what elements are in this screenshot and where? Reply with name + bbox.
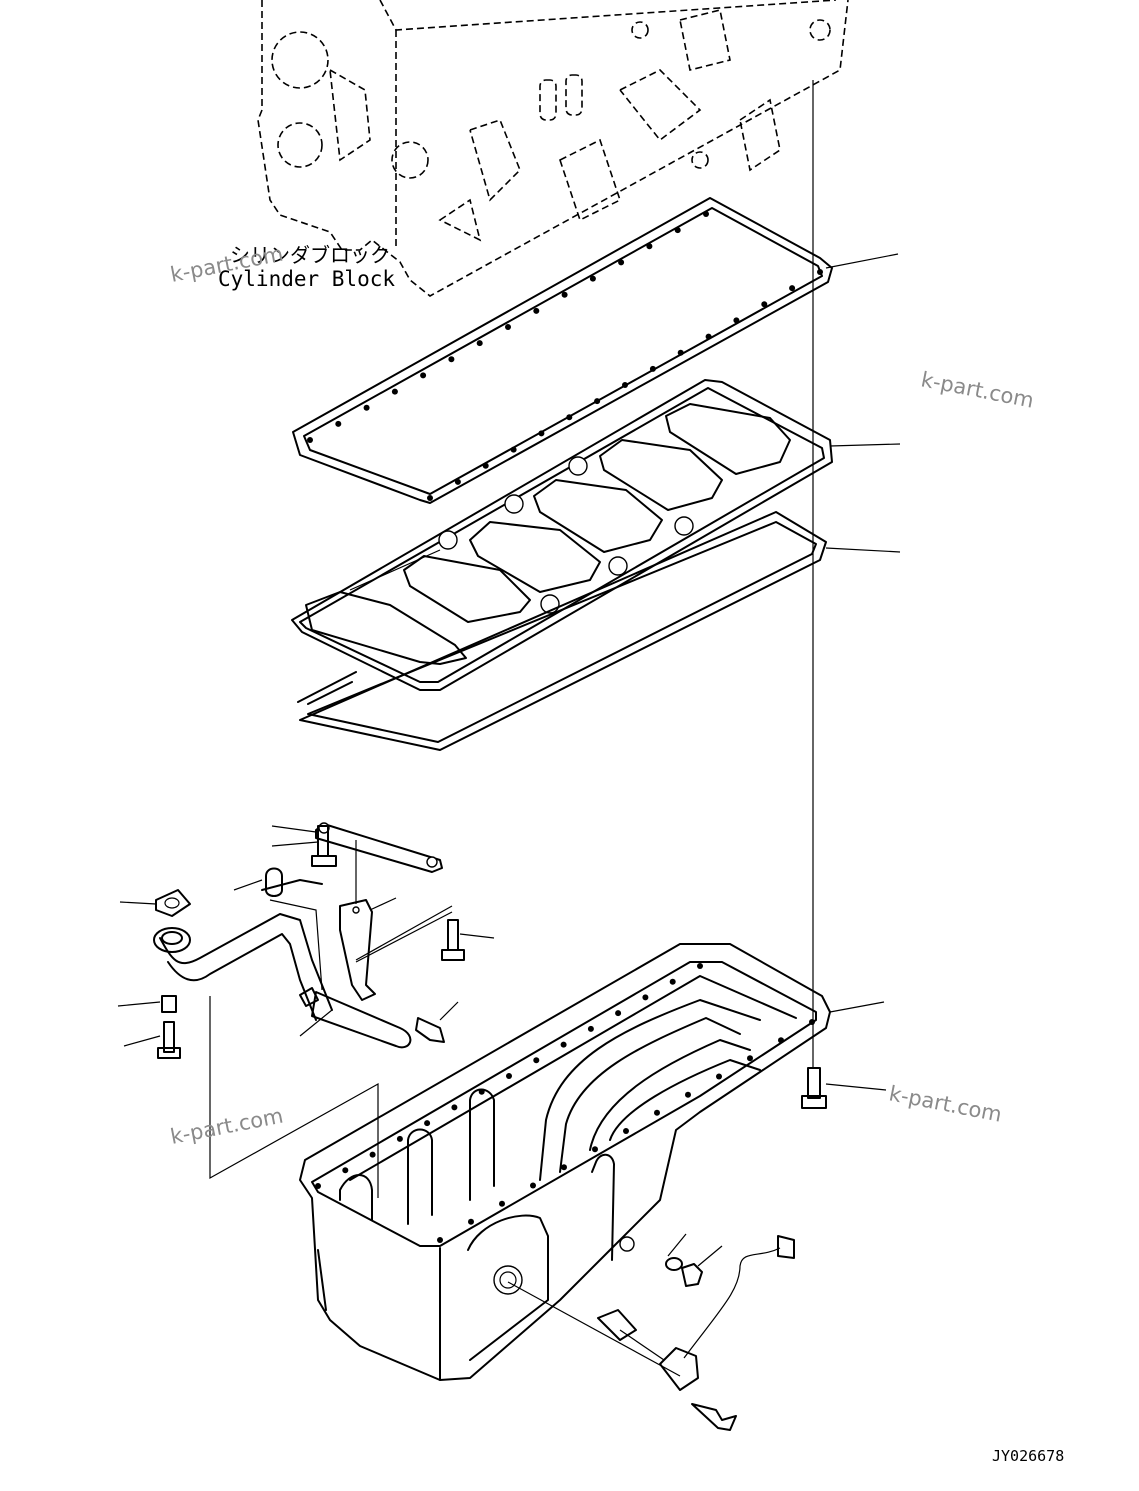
bolt-hole bbox=[560, 1041, 567, 1048]
bolt-hole bbox=[669, 978, 676, 985]
bolt-support bbox=[441, 919, 465, 961]
gasket-flange-top bbox=[155, 889, 191, 917]
bolt-strainer bbox=[415, 1017, 445, 1043]
bolt-hole bbox=[809, 1019, 815, 1025]
bolt-hole bbox=[697, 963, 703, 969]
bolt-hole bbox=[561, 291, 568, 298]
pan-flange-holes bbox=[315, 963, 815, 1243]
bolt-hole bbox=[677, 349, 684, 356]
bolt-hole bbox=[427, 495, 433, 501]
bolt-hole bbox=[530, 1182, 536, 1189]
bolt-hole bbox=[789, 285, 796, 292]
upper-gasket-holes bbox=[307, 211, 823, 501]
o-ring bbox=[665, 1257, 683, 1271]
spacer bbox=[161, 995, 177, 1013]
bolt-sensor bbox=[691, 1403, 737, 1431]
bolt-hole bbox=[396, 1135, 403, 1142]
bolt-hole bbox=[761, 301, 768, 308]
bolt-hole bbox=[592, 1146, 598, 1153]
bolt-hole bbox=[533, 307, 540, 314]
oil-pan bbox=[299, 943, 831, 1381]
bolt-hole bbox=[646, 243, 653, 250]
bolt-hole bbox=[468, 1218, 474, 1225]
support-bracket bbox=[339, 899, 376, 1001]
bolt-hole bbox=[437, 1237, 443, 1243]
lower-gasket bbox=[297, 511, 827, 751]
bolt-hole bbox=[685, 1091, 691, 1098]
bolt-hole bbox=[424, 1120, 431, 1127]
bolt-hole bbox=[315, 1183, 321, 1189]
bolt-flange bbox=[157, 1021, 181, 1059]
bolt-hole bbox=[594, 398, 601, 405]
bolt-hole bbox=[533, 1057, 540, 1064]
bolt-hole bbox=[307, 437, 313, 443]
bolt-hole bbox=[369, 1151, 376, 1158]
bolt-hole bbox=[451, 1104, 458, 1111]
bolt-hole bbox=[778, 1037, 784, 1044]
bolt-hole bbox=[589, 275, 596, 282]
construction-lines bbox=[209, 899, 681, 1377]
bolt-hole bbox=[587, 1025, 594, 1032]
bolt-hole bbox=[478, 1088, 485, 1095]
watermark-4: k-part.com bbox=[887, 1081, 1004, 1126]
bolt-hole bbox=[476, 340, 483, 347]
bolt-bracket-bar bbox=[311, 825, 337, 867]
bolt-hole bbox=[615, 1010, 622, 1017]
bolt-hole bbox=[733, 317, 740, 324]
bolt-hole bbox=[335, 420, 342, 427]
bolt-hole bbox=[363, 404, 370, 411]
drain-plug bbox=[681, 1263, 703, 1287]
bolt-hole bbox=[454, 478, 461, 485]
bolt-hole bbox=[703, 211, 709, 217]
bolt-hole bbox=[506, 1073, 512, 1079]
bolt-hole bbox=[716, 1073, 722, 1080]
bolt-hole bbox=[649, 365, 656, 372]
bolt-hole bbox=[482, 462, 489, 469]
stiffener-plate bbox=[291, 379, 833, 691]
bolt-hole bbox=[622, 382, 628, 388]
bolt-hole bbox=[342, 1167, 349, 1174]
bolt-hole bbox=[391, 388, 398, 395]
bolt-oil-pan bbox=[801, 1067, 827, 1109]
leader-lines bbox=[117, 253, 901, 1267]
bolt-hole bbox=[561, 1164, 567, 1171]
bolt-hole bbox=[817, 269, 823, 275]
watermark-2: k-part.com bbox=[919, 367, 1036, 412]
bolt-hole bbox=[448, 356, 455, 363]
drawing-number: JY026678 bbox=[992, 1447, 1064, 1465]
bolt-hole bbox=[623, 1128, 629, 1134]
bracket-bar bbox=[315, 822, 443, 873]
upper-gasket bbox=[292, 197, 833, 504]
bolt-hole bbox=[566, 414, 573, 421]
oil-suction-tube bbox=[153, 879, 412, 1049]
gasket-small-tube bbox=[265, 867, 283, 897]
bolt-hole bbox=[642, 994, 649, 1001]
bolt-hole bbox=[420, 372, 427, 379]
bolt-hole bbox=[505, 324, 511, 330]
oil-level-sensor bbox=[597, 1235, 795, 1391]
cylinder-block bbox=[257, 0, 849, 297]
bolt-hole bbox=[674, 227, 681, 234]
bolt-hole bbox=[747, 1055, 753, 1062]
bolt-hole bbox=[538, 430, 545, 437]
bolt-hole bbox=[499, 1200, 505, 1207]
bolt-hole bbox=[654, 1109, 660, 1116]
watermark-3: k-part.com bbox=[168, 1104, 285, 1149]
block-label-japanese: シリンダブロック bbox=[230, 243, 390, 267]
bolt-hole bbox=[705, 333, 712, 340]
block-label-english: Cylinder Block bbox=[218, 267, 395, 291]
bolt-hole bbox=[618, 259, 625, 266]
bolt-hole bbox=[510, 446, 517, 453]
